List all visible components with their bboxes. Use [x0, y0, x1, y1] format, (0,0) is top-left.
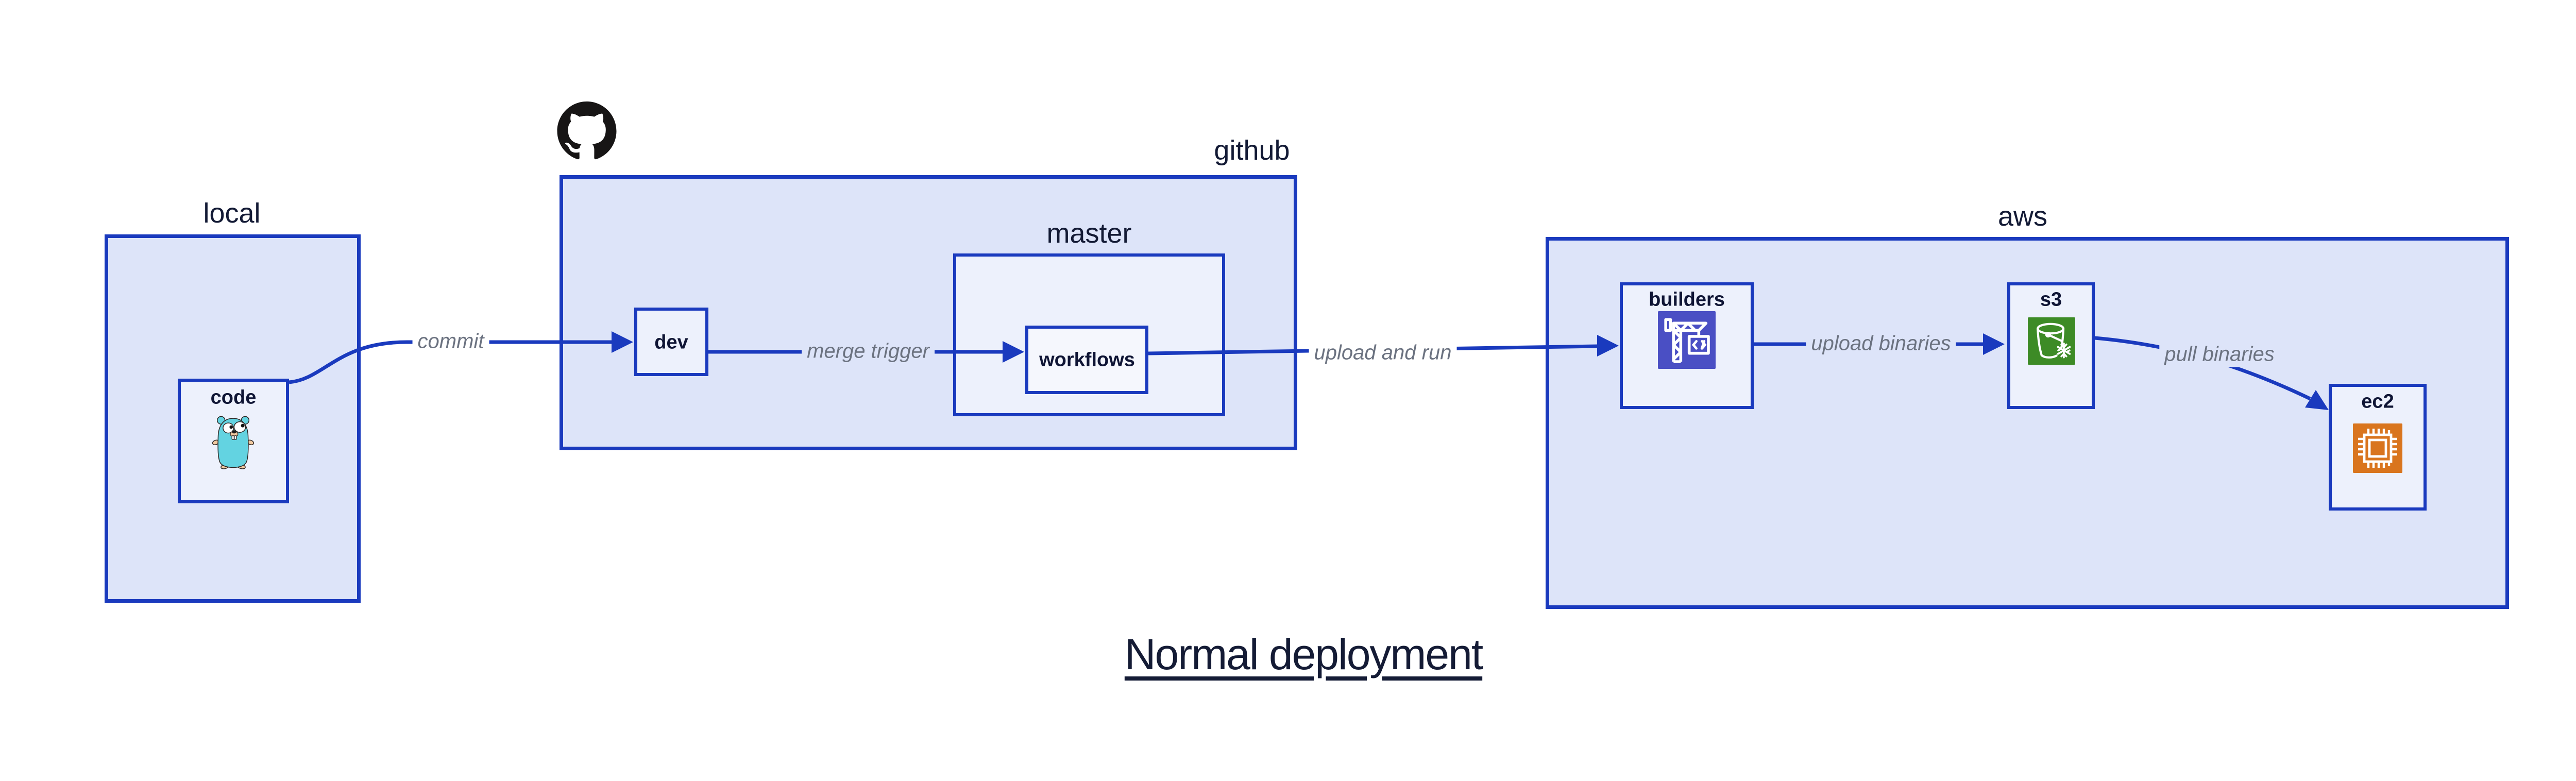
- arrowhead-pull-binaries: [2305, 390, 2329, 410]
- master-group-label: master: [1046, 218, 1132, 249]
- arrowhead-upload-and-run: [1597, 335, 1619, 356]
- ec2-node-label: ec2: [2361, 390, 2394, 413]
- dev-node-box: [634, 308, 708, 376]
- builders-node-box: [1620, 282, 1754, 409]
- edge-label-commit: commit: [412, 329, 489, 354]
- octocat-icon: [557, 101, 617, 160]
- edge-label-pull-binaries: pull binaries: [2159, 342, 2280, 367]
- workflows-node-label: workflows: [1039, 349, 1135, 371]
- go-gopher-icon: [212, 416, 255, 469]
- aws-s3-bucket-icon: [2028, 317, 2075, 365]
- diagram-title: Normal deployment: [1124, 630, 1483, 678]
- builders-node-label: builders: [1649, 288, 1725, 311]
- edge-commit: [289, 340, 613, 384]
- s3-node-label: s3: [2040, 288, 2062, 311]
- edge-label-upload-binaries: upload binaries: [1806, 331, 1956, 356]
- aws-group-label: aws: [1997, 201, 2048, 232]
- aws-codebuild-icon: [1658, 311, 1716, 369]
- local-group-label: local: [203, 198, 261, 229]
- arrowhead-upload-binaries: [1983, 333, 2005, 355]
- arrowhead-commit: [612, 331, 633, 353]
- github-group-label: github: [1214, 135, 1290, 166]
- dev-node-label: dev: [654, 331, 688, 353]
- aws-ec2-chip-icon: [2353, 423, 2402, 473]
- code-node-label: code: [210, 386, 257, 409]
- edge-label-upload-and-run: upload and run: [1309, 340, 1457, 366]
- workflows-node-box: [1025, 326, 1148, 394]
- arrowhead-merge-trigger: [1003, 341, 1024, 363]
- edge-label-merge-trigger: merge trigger: [802, 338, 935, 364]
